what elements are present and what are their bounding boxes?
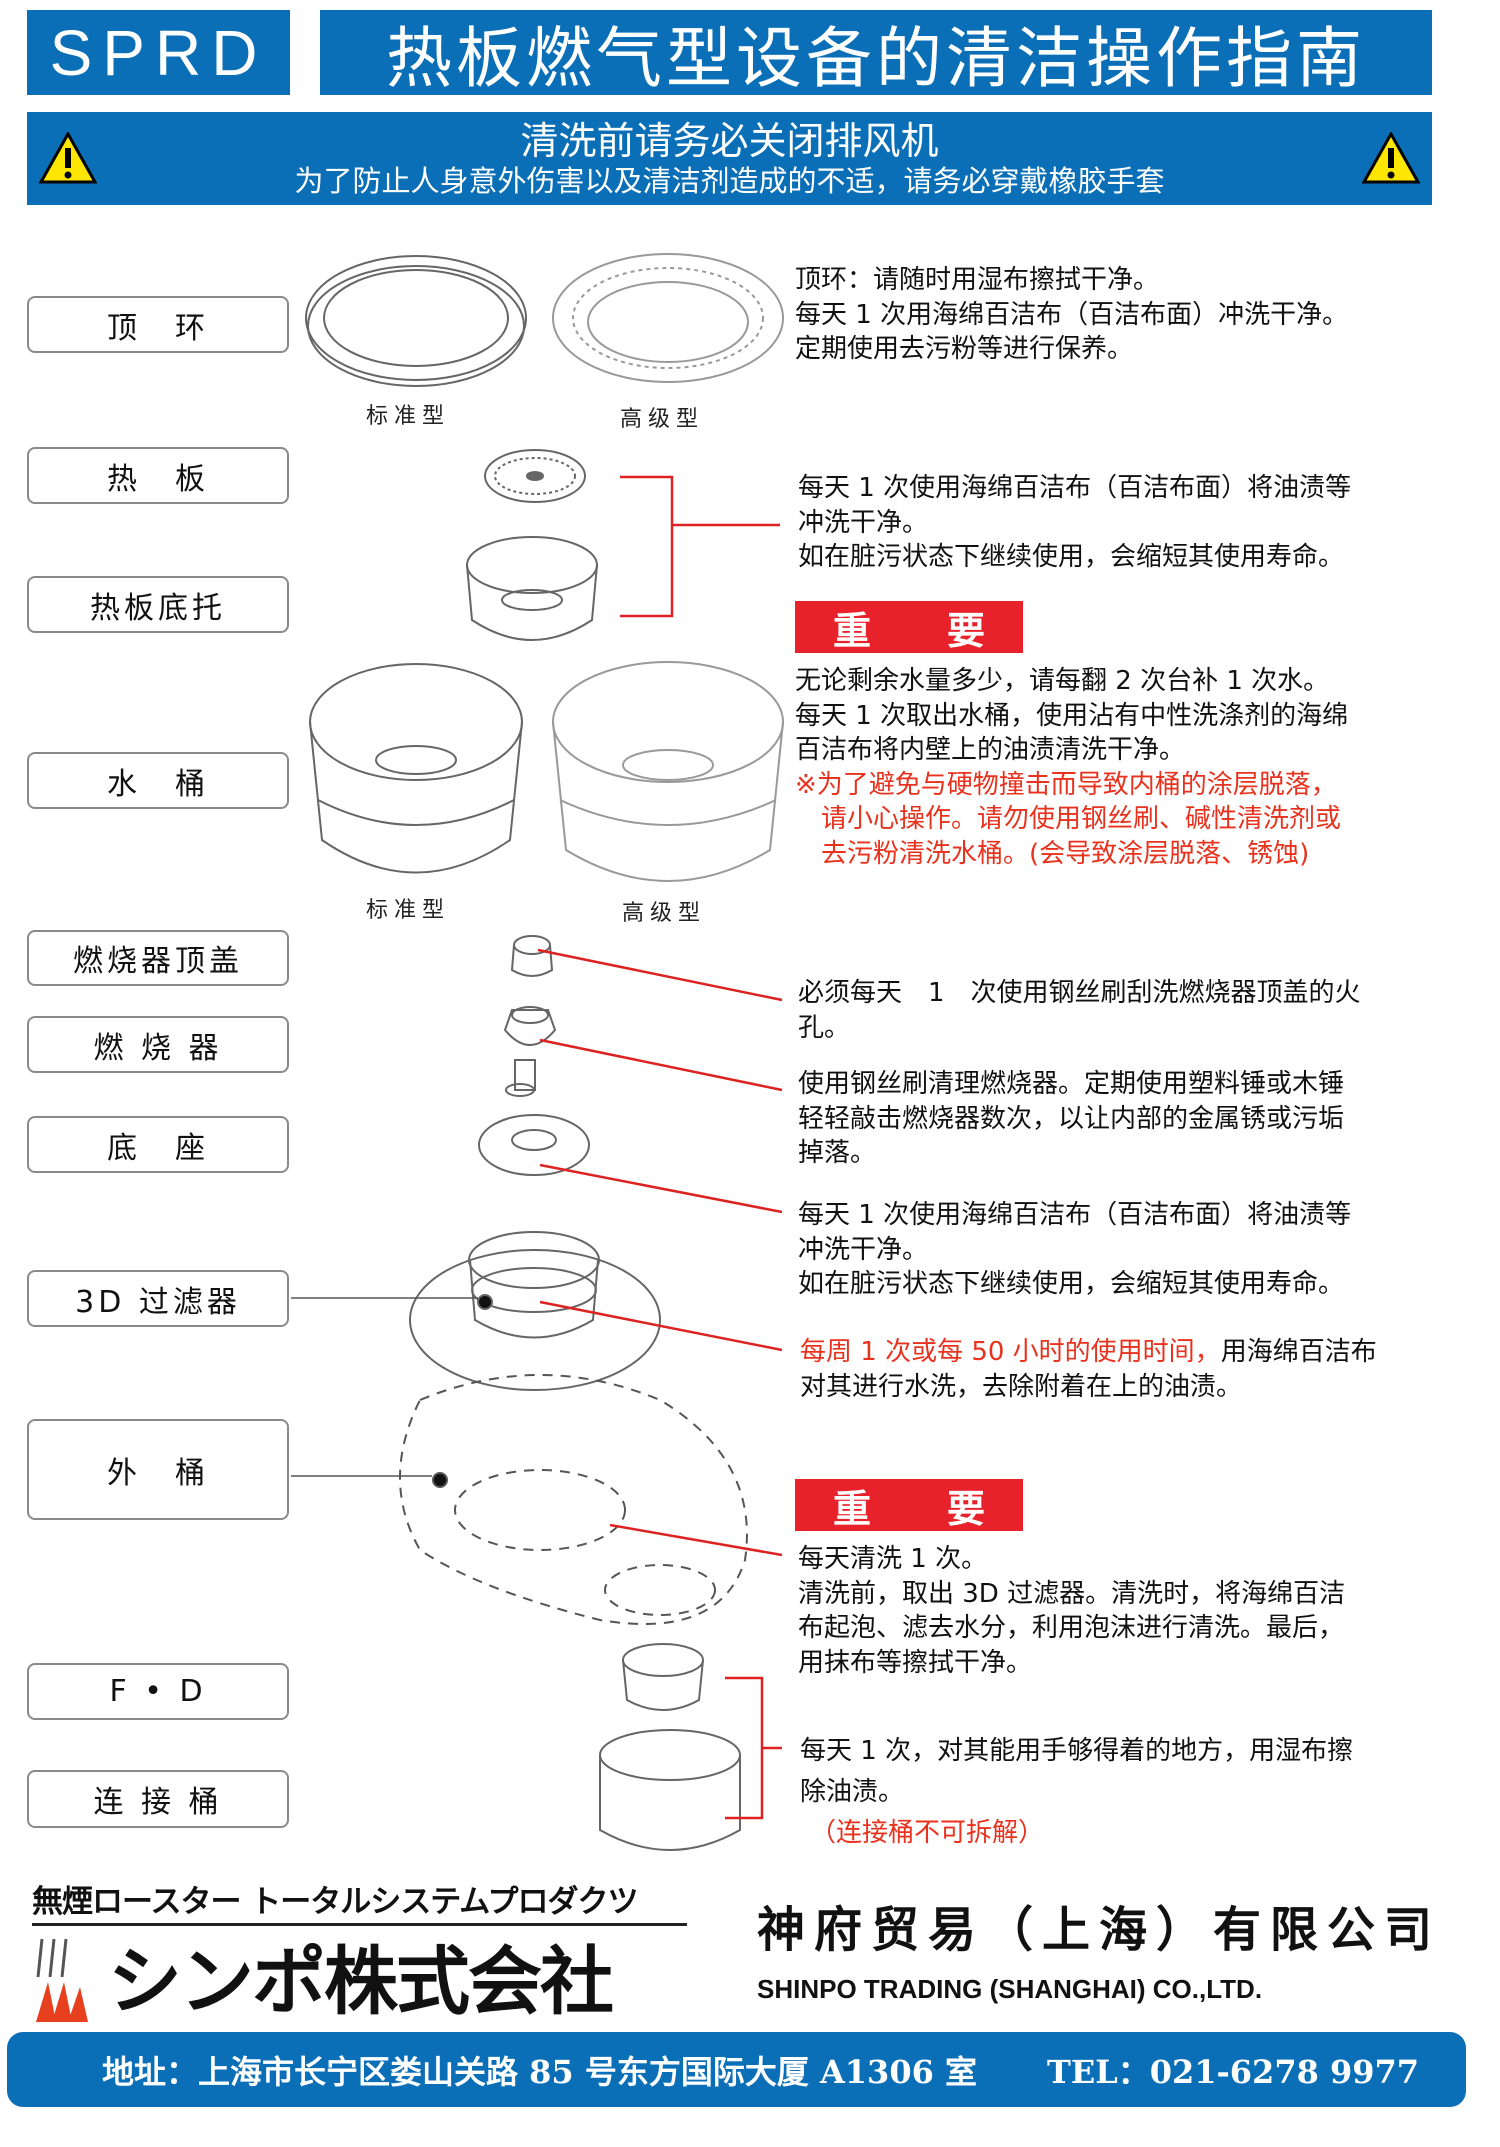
text-line: 百洁布将内壁上的油渍清洗干净。 [795, 735, 1186, 765]
water-bucket-standard-image [309, 663, 523, 874]
shinpo-logo: シンポ株式会社 [32, 1937, 692, 2022]
text-line: 用海绵百洁布 [1220, 1337, 1377, 1367]
page-title: 热板燃气型设备的清洁操作指南 [320, 10, 1432, 97]
text-line: 使用钢丝刷清理燃烧器。定期使用塑料锤或木锤 [798, 1069, 1345, 1099]
text-line: 布起泡、滤去水分，利用泡沫进行清洗。最后， [798, 1613, 1345, 1643]
warning-line: 请小心操作。请勿使用钢丝刷、碱性清洗剂或 [821, 804, 1342, 834]
fd-image [622, 1643, 704, 1711]
text-line: 无论剩余水量多少，请每翻 2 次台补 1 次水。 [795, 666, 1330, 696]
company-name-en: SHINPO TRADING (SHANGHAI) CO.,LTD. [757, 1974, 1263, 2004]
caption-standard: 标准型 [366, 898, 451, 923]
important-char: 要 [946, 608, 985, 653]
text-line: 每天 1 次，对其能用手够得着的地方，用湿布擦 [800, 1736, 1354, 1766]
text-line: 如在脏污状态下继续使用，会缩短其使用寿命。 [798, 1269, 1345, 1299]
text-line: 孔。 [798, 1012, 851, 1043]
text-burner-cap: 必须每天 1 次使用钢丝刷刮洗燃烧器顶盖的火 孔。 [798, 976, 1418, 1045]
text-line: 冲洗干净。 [798, 507, 929, 538]
warning-line-2: 为了防止人身意外伤害以及清洁剂造成的不适，请务必穿戴橡胶手套 [294, 163, 1165, 198]
filter-image [409, 1231, 661, 1391]
hot-plate-image [484, 449, 586, 503]
base-image [478, 1114, 590, 1176]
text-line: 每天 1 次取出水桶，使用沾有中性洗涤剂的海绵 [795, 700, 1349, 731]
text-note: （连接桶不可拆解） [810, 1818, 1045, 1848]
divider [32, 1923, 687, 1926]
text-base: 每天 1 次使用海绵百洁布（百洁布面）将油渍等 冲洗干净。 如在脏污状态下继续使… [798, 1198, 1418, 1302]
text-line: 除油渍。 [800, 1777, 905, 1807]
label-plate-tray: 热板底托 [27, 576, 289, 633]
text-line: 每天清洗 1 次。 [798, 1544, 988, 1574]
text-line: 每天 1 次用海绵百洁布（百洁布面）冲洗干净。 [795, 299, 1349, 330]
text-line: 掉落。 [798, 1138, 877, 1168]
label-burner-cap: 燃烧器顶盖 [27, 930, 289, 986]
burner-image [503, 1006, 557, 1097]
text-outer-bucket: 每天清洗 1 次。 清洗前，取出 3D 过滤器。清洗时，将海绵百洁 布起泡、滤去… [798, 1542, 1418, 1680]
brand-box: SPRD [27, 10, 290, 95]
flame-logo-icon [36, 1938, 88, 2022]
burner-cap-image [510, 935, 554, 977]
text-burner: 使用钢丝刷清理燃烧器。定期使用塑料锤或木锤 轻轻敲击燃烧器数次，以让内部的金属锈… [798, 1067, 1418, 1171]
top-ring-premium-image [552, 253, 784, 383]
text-highlight: 每周 1 次或每 50 小时的使用时间， [800, 1337, 1221, 1367]
connector-bucket-image [599, 1729, 741, 1851]
warning-line: ※为了避免与硬物撞击而导致内桶的涂层脱落， [795, 769, 1337, 800]
warning-banner: 清洗前请务必关闭排风机 为了防止人身意外伤害以及清洁剂造成的不适，请务必穿戴橡胶… [27, 112, 1432, 205]
label-fd: F • D [27, 1663, 289, 1720]
important-char: 重 [832, 608, 871, 653]
top-ring-standard-image [305, 255, 527, 387]
text-water-bucket: 无论剩余水量多少，请每翻 2 次台补 1 次水。 每天 1 次取出水桶，使用沾有… [795, 664, 1415, 871]
text-line: 冲洗干净。 [798, 1234, 929, 1265]
label-connector: 连 接 桶 [27, 1770, 289, 1828]
text-line: 顶环：请随时用湿布擦拭干净。 [795, 265, 1160, 295]
label-water-bucket: 水 桶 [27, 752, 289, 809]
telephone: TEL：021-6278 9977 [1047, 2052, 1420, 2091]
plate-tray-image [466, 536, 598, 641]
important-badge: 重要 [795, 1479, 1023, 1531]
warning-triangle-icon [39, 132, 97, 184]
important-char: 重 [832, 1486, 871, 1531]
text-line: 定期使用去污粉等进行保养。 [795, 334, 1134, 364]
text-line: 对其进行水洗，去除附着在上的油渍。 [800, 1371, 1243, 1402]
caption-premium: 高级型 [620, 407, 705, 432]
company-name-cn: 神府贸易（上海）有限公司 [757, 1902, 1442, 1958]
text-line: 必须每天 1 次使用钢丝刷刮洗燃烧器顶盖的火 [798, 978, 1361, 1008]
text-connector: 每天 1 次，对其能用手够得着的地方，用湿布擦 除油渍。 （连接桶不可拆解） [800, 1731, 1420, 1854]
logo-text: シンポ株式会社 [108, 1939, 614, 2025]
warning-line-1: 清洗前请务必关闭排风机 [520, 118, 939, 163]
caption-standard: 标准型 [366, 404, 451, 429]
label-connector-lines [291, 1297, 478, 1477]
footer-tagline: 無煙ロースター トータルシステムプロダクツ [32, 1884, 638, 1920]
text-line: 轻轻敲击燃烧器数次，以让内部的金属锈或污垢 [798, 1103, 1345, 1134]
text-filter: 每周 1 次或每 50 小时的使用时间，用海绵百洁布 对其进行水洗，去除附着在上… [800, 1335, 1420, 1404]
text-line: 每天 1 次使用海绵百洁布（百洁布面）将油渍等 [798, 1200, 1352, 1230]
warning-triangle-icon [1362, 132, 1420, 184]
red-leader-lines [537, 475, 783, 1820]
caption-premium: 高级型 [622, 901, 707, 926]
address: 地址：上海市长宁区娄山关路 85 号东方国际大厦 A1306 室 [102, 2052, 977, 2091]
label-hot-plate: 热 板 [27, 447, 289, 504]
label-filter: 3D 过滤器 [27, 1270, 289, 1327]
warning-line: 去污粉清洗水桶。(会导致涂层脱落、锈蚀) [821, 838, 1310, 869]
label-base: 底 座 [27, 1116, 289, 1173]
text-line: 如在脏污状态下继续使用，会缩短其使用寿命。 [798, 542, 1345, 572]
text-line: 每天 1 次使用海绵百洁布（百洁布面）将油渍等 [798, 473, 1352, 503]
important-badge: 重要 [795, 601, 1023, 653]
text-top-ring: 顶环：请随时用湿布擦拭干净。 每天 1 次用海绵百洁布（百洁布面）冲洗干净。 定… [795, 263, 1415, 367]
contact-bar: 地址：上海市长宁区娄山关路 85 号东方国际大厦 A1306 室 TEL：021… [7, 2032, 1466, 2107]
label-burner: 燃 烧 器 [27, 1016, 289, 1073]
label-outer-bucket: 外 桶 [27, 1419, 289, 1520]
text-line: 用抹布等擦拭干净。 [798, 1647, 1033, 1678]
water-bucket-premium-image [552, 661, 784, 882]
text-line: 清洗前，取出 3D 过滤器。清洗时，将海绵百洁 [798, 1578, 1346, 1609]
label-top-ring: 顶 环 [27, 296, 289, 353]
important-char: 要 [946, 1486, 985, 1531]
outer-bucket-image [399, 1374, 748, 1625]
text-hot-plate: 每天 1 次使用海绵百洁布（百洁布面）将油渍等 冲洗干净。 如在脏污状态下继续使… [798, 471, 1418, 575]
